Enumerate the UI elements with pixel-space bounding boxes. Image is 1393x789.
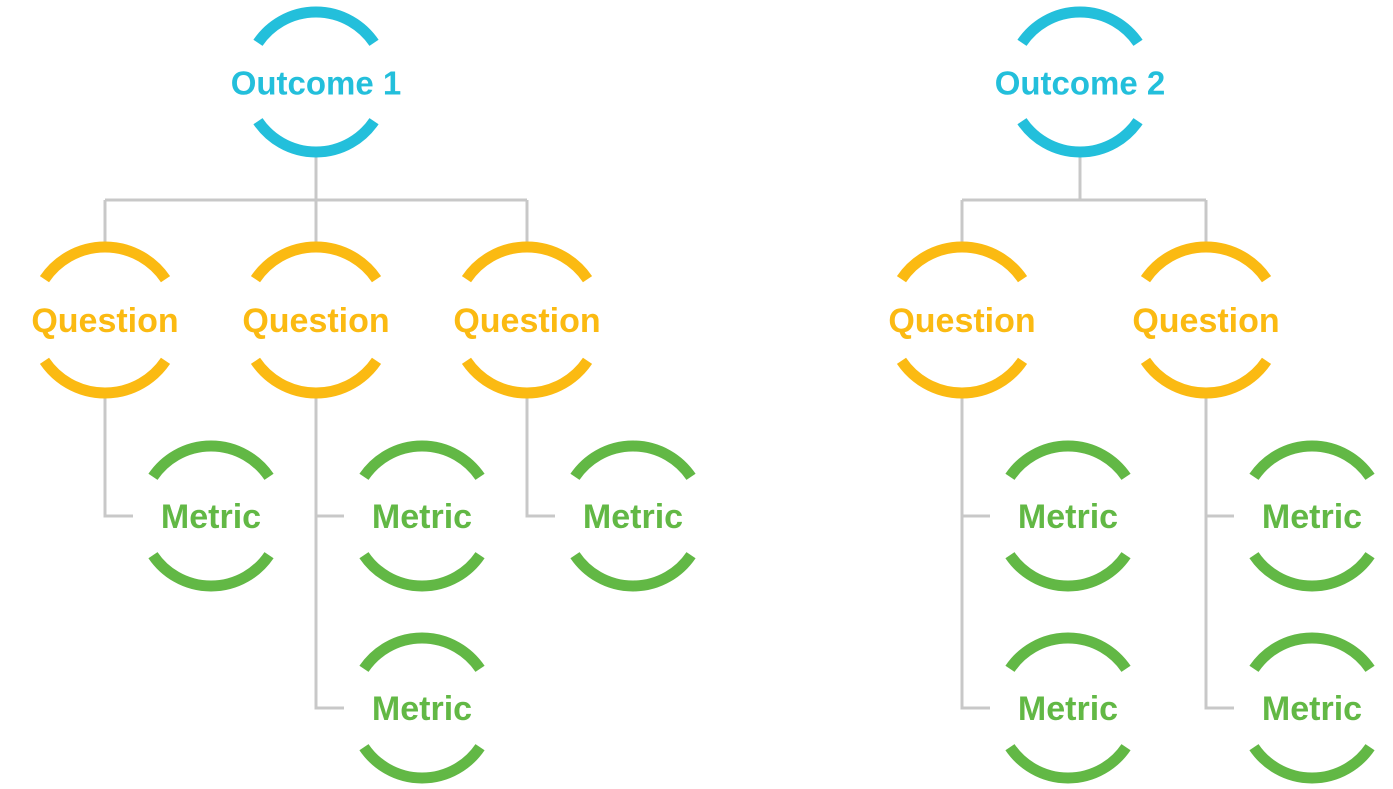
metric-node-2-1-1-bottom-arc — [1005, 551, 1131, 592]
outcome-node-1-bottom-arc — [253, 117, 379, 158]
question-2-2-branch — [1204, 398, 1234, 710]
metric-node-1-2-2: Metric — [359, 632, 485, 784]
metric-node-1-2-1: Metric — [359, 440, 485, 592]
metric-node-1-2-1-bottom-arc — [359, 551, 485, 592]
metric-node-2-1-2-label: Metric — [1018, 690, 1118, 728]
metric-node-2-1-2-bottom-arc — [1005, 743, 1131, 784]
question-1-3-branch — [525, 398, 555, 518]
metric-node-1-1-1-bottom-arc — [148, 551, 274, 592]
question-node-1-3: Question — [453, 241, 601, 399]
metric-node-2-1-1-top-arc — [1005, 440, 1131, 481]
metric-node-1-3-1-bottom-arc — [570, 551, 696, 592]
question-node-1-3-bottom-arc — [461, 357, 593, 399]
question-node-1-1-bottom-arc — [39, 357, 171, 399]
metric-node-1-2-1-top-arc — [359, 440, 485, 481]
question-node-1-2-top-arc — [250, 241, 382, 283]
question-2-1-branch — [960, 398, 990, 710]
question-1-2-branch — [314, 398, 344, 710]
metric-node-1-2-2-bottom-arc — [359, 743, 485, 784]
outcome-node-2-bottom-arc — [1017, 117, 1143, 158]
metric-node-2-2-1: Metric — [1249, 440, 1375, 592]
metric-node-1-1-1-top-arc — [148, 440, 274, 481]
outcome-node-2-top-arc — [1017, 6, 1143, 47]
metric-node-1-2-1-label: Metric — [372, 498, 472, 536]
question-node-2-2-label: Question — [1132, 302, 1279, 340]
outcome-node-1: Outcome 1 — [231, 6, 402, 158]
diagram-nodes: Outcome 1QuestionMetricQuestionMetricMet… — [31, 6, 1375, 784]
question-node-1-1-label: Question — [31, 302, 178, 340]
question-node-1-2-label: Question — [242, 302, 389, 340]
metric-node-2-2-1-label: Metric — [1262, 498, 1362, 536]
connector-lines — [103, 157, 1234, 710]
metric-node-1-2-2-top-arc — [359, 632, 485, 673]
question-node-1-2-bottom-arc — [250, 357, 382, 399]
metric-node-2-2-2-label: Metric — [1262, 690, 1362, 728]
question-node-2-1-top-arc — [896, 241, 1028, 283]
metric-node-2-2-1-top-arc — [1249, 440, 1375, 481]
metric-node-2-1-1-label: Metric — [1018, 498, 1118, 536]
metric-node-1-3-1-top-arc — [570, 440, 696, 481]
metric-node-2-2-1-bottom-arc — [1249, 551, 1375, 592]
metric-node-2-2-2-bottom-arc — [1249, 743, 1375, 784]
outcome-node-1-top-arc — [253, 6, 379, 47]
metric-node-2-1-1: Metric — [1005, 440, 1131, 592]
metric-node-1-1-1: Metric — [148, 440, 274, 592]
metric-node-1-2-2-label: Metric — [372, 690, 472, 728]
question-node-2-2-top-arc — [1140, 241, 1272, 283]
metric-node-2-2-2: Metric — [1249, 632, 1375, 784]
question-node-2-1-bottom-arc — [896, 357, 1028, 399]
outcome-node-1-label: Outcome 1 — [231, 65, 402, 102]
question-node-1-1-top-arc — [39, 241, 171, 283]
metric-node-2-2-2-top-arc — [1249, 632, 1375, 673]
outcome-node-2: Outcome 2 — [995, 6, 1166, 158]
question-1-1-branch — [103, 398, 133, 518]
question-node-1-2: Question — [242, 241, 390, 399]
metric-node-2-1-2: Metric — [1005, 632, 1131, 784]
metric-node-1-1-1-label: Metric — [161, 498, 261, 536]
question-node-2-2: Question — [1132, 241, 1280, 399]
question-node-2-1: Question — [888, 241, 1036, 399]
metric-node-1-3-1-label: Metric — [583, 498, 683, 536]
question-node-1-3-label: Question — [453, 302, 600, 340]
question-node-1-1: Question — [31, 241, 179, 399]
metric-node-2-1-2-top-arc — [1005, 632, 1131, 673]
outcome-node-2-label: Outcome 2 — [995, 65, 1166, 102]
question-node-1-3-top-arc — [461, 241, 593, 283]
question-node-2-1-label: Question — [888, 302, 1035, 340]
metric-node-1-3-1: Metric — [570, 440, 696, 592]
question-node-2-2-bottom-arc — [1140, 357, 1272, 399]
